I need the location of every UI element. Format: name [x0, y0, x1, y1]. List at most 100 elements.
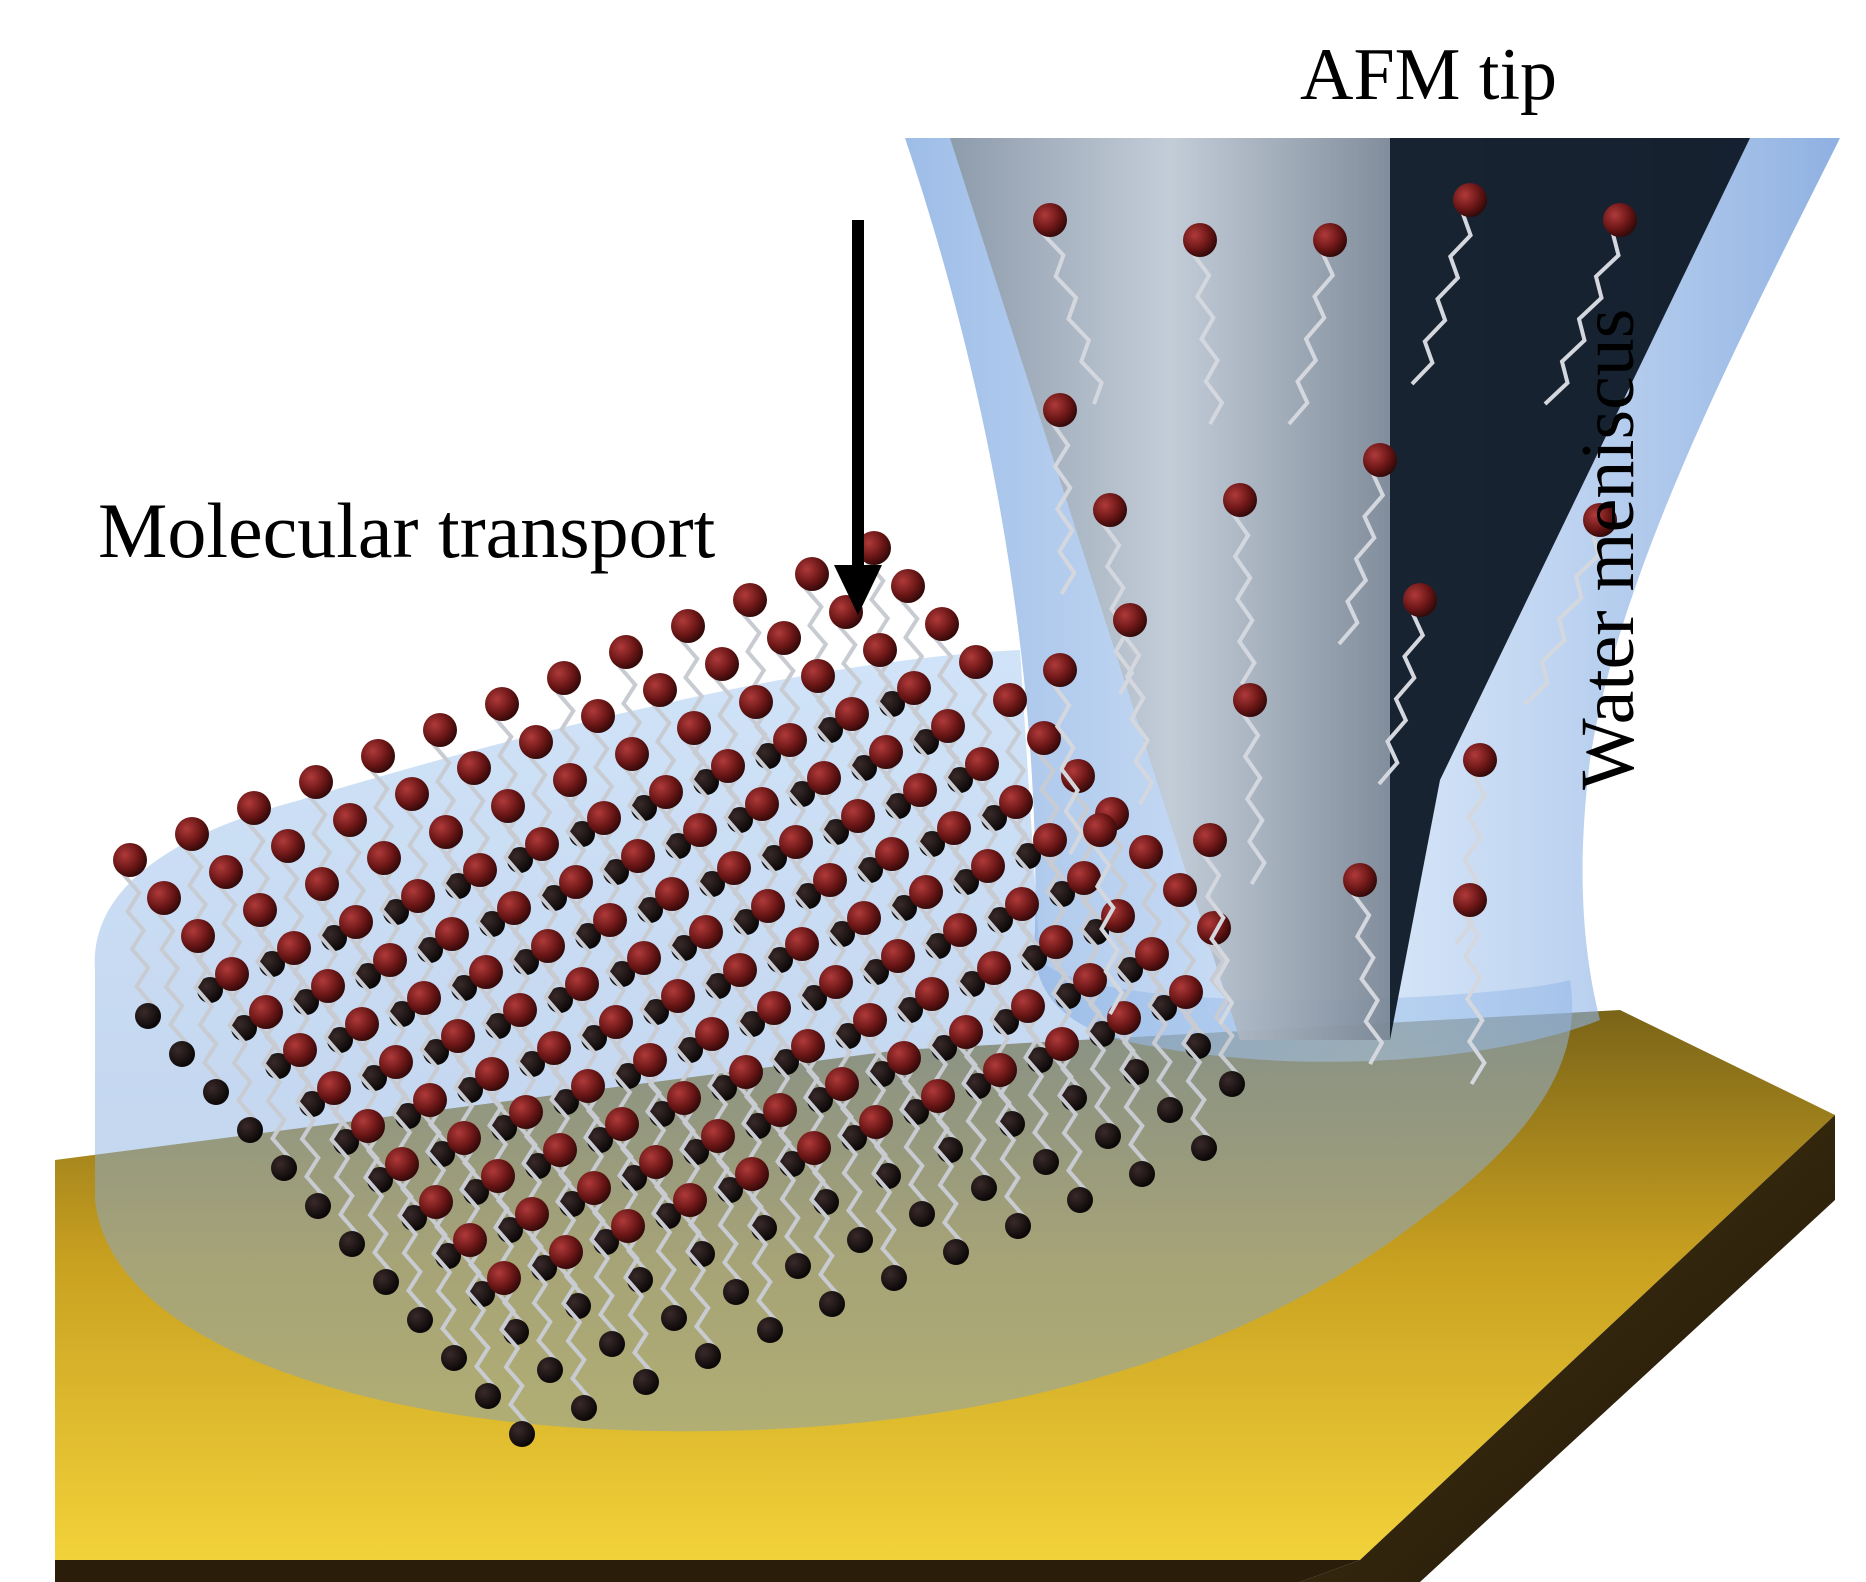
molecule-head [379, 1045, 413, 1079]
molecule-head [543, 1133, 577, 1167]
molecule-head [1005, 887, 1039, 921]
molecule-head [723, 1279, 749, 1305]
molecule-head [977, 951, 1011, 985]
molecule-chain [1051, 422, 1077, 596]
molecule-head [311, 969, 345, 1003]
molecule-chain [461, 1252, 496, 1406]
molecule-head [779, 825, 813, 859]
molecule-head [751, 889, 785, 923]
molecule-head [317, 1071, 351, 1105]
molecule-head [113, 843, 147, 877]
molecule-head [701, 1119, 735, 1153]
molecule-head [735, 1157, 769, 1191]
molecule-head [1313, 223, 1347, 257]
molecule-head [147, 881, 181, 915]
molecule-head [943, 913, 977, 947]
molecule-head [925, 607, 959, 641]
molecule-chain [1115, 1030, 1150, 1184]
molecule-chain [189, 948, 224, 1102]
molecule-chain [1191, 252, 1225, 425]
molecule-head [395, 777, 429, 811]
molecule-head [1219, 1071, 1245, 1097]
molecule-head [643, 673, 677, 707]
molecule-head [531, 929, 565, 963]
molecule-head [887, 1041, 921, 1075]
molecule-head [881, 1265, 907, 1291]
molecule-head [475, 1057, 509, 1091]
molecule-head [757, 991, 791, 1025]
molecule-head [677, 711, 711, 745]
molecule-head [407, 1307, 433, 1333]
molecule-head [441, 1345, 467, 1371]
molecule-head [565, 967, 599, 1001]
tip-light-face [950, 138, 1390, 1040]
molecule-head [537, 1031, 571, 1065]
molecule-chain [1231, 512, 1257, 686]
molecule-head [457, 751, 491, 785]
molecule-head [1191, 1135, 1217, 1161]
molecule-head [739, 685, 773, 719]
molecule-head [487, 1261, 521, 1295]
molecule-head [1233, 683, 1267, 717]
label-afm-tip: AFM tip [1300, 34, 1558, 116]
molecule-head [795, 557, 829, 591]
molecule-head [571, 1069, 605, 1103]
molecule-head [773, 723, 807, 757]
afm-tip-shape [950, 138, 1750, 1040]
molecule-head [299, 765, 333, 799]
molecule-head [277, 931, 311, 965]
molecule-head [169, 1041, 195, 1067]
molecule-head [1193, 823, 1227, 857]
molecule-chain [155, 910, 190, 1064]
molecule-chain [1410, 213, 1473, 386]
molecule-head [937, 811, 971, 845]
molecule-head [863, 633, 897, 667]
tip-dark-face [1390, 138, 1750, 1040]
molecule-head [559, 865, 593, 899]
molecule-head [435, 917, 469, 951]
molecule-head [639, 1145, 673, 1179]
molecule-head [339, 1231, 365, 1257]
molecule-head [689, 915, 723, 949]
molecule-chain [359, 1138, 394, 1292]
molecule-chain [895, 1070, 930, 1224]
molecule-chain [1351, 892, 1385, 1065]
molecule-head [1583, 503, 1617, 537]
molecule-head [733, 583, 767, 617]
molecule-head [655, 877, 689, 911]
molecule-head [819, 1291, 845, 1317]
molecule-head [881, 939, 915, 973]
molecule-array [113, 183, 1637, 1447]
molecule-chain [1019, 1018, 1054, 1172]
molecule-head [1107, 1001, 1141, 1035]
molecule-head [203, 1079, 229, 1105]
molecule-head [243, 893, 277, 927]
molecule-head [519, 725, 553, 759]
molecule-head [593, 903, 627, 937]
molecule-head [339, 905, 373, 939]
molecule-head [801, 659, 835, 693]
molecule-head [503, 993, 537, 1027]
molecule-chain [1377, 613, 1426, 786]
molecule-head [361, 739, 395, 773]
molecule-head [807, 761, 841, 795]
molecule-head [859, 1105, 893, 1139]
molecule-chain [1081, 992, 1116, 1146]
molecule-head [497, 891, 531, 925]
molecule-head [1363, 443, 1397, 477]
molecule-head [847, 1227, 873, 1253]
molecule-head [825, 1067, 859, 1101]
molecule-head [333, 803, 367, 837]
molecule-head [615, 737, 649, 771]
molecule-chain [325, 1100, 360, 1254]
molecule-chain [929, 1108, 964, 1262]
molecule-chain [1543, 233, 1621, 406]
molecule-head [993, 683, 1027, 717]
molecule-head [1033, 203, 1067, 237]
molecule-head [1169, 975, 1203, 1009]
molecule-head [1113, 603, 1147, 637]
molecule-chain [1523, 533, 1601, 706]
molecule-head [1453, 183, 1487, 217]
molecule-chain [681, 1212, 716, 1366]
